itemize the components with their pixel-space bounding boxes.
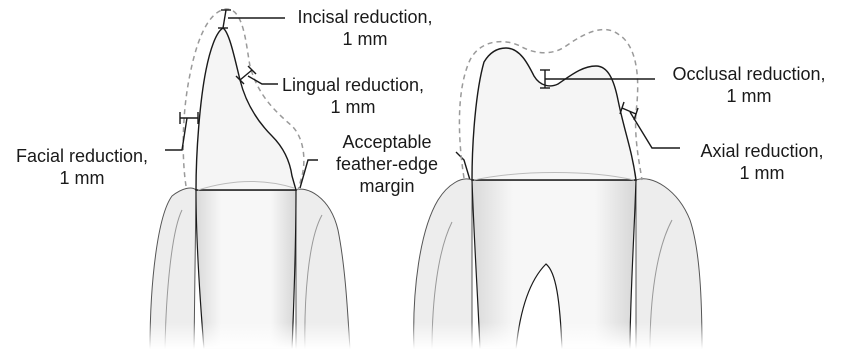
occlusal-reduction-label: Occlusal reduction, 1 mm: [658, 63, 840, 107]
lingual-caliper: [236, 66, 278, 84]
bottom-fade: [0, 260, 850, 349]
axial-reduction-label: Axial reduction, 1 mm: [682, 140, 842, 184]
facial-reduction-label: Facial reduction, 1 mm: [2, 145, 162, 189]
incisal-caliper: [218, 10, 285, 28]
posterior-prepared-crown: [472, 48, 636, 180]
lingual-reduction-label: Lingual reduction, 1 mm: [278, 74, 428, 118]
feather-edge-margin-label: Acceptable feather-edge margin: [312, 131, 462, 197]
axial-caliper: [620, 102, 680, 148]
facial-caliper: [165, 112, 198, 150]
incisal-reduction-label: Incisal reduction, 1 mm: [290, 6, 440, 50]
